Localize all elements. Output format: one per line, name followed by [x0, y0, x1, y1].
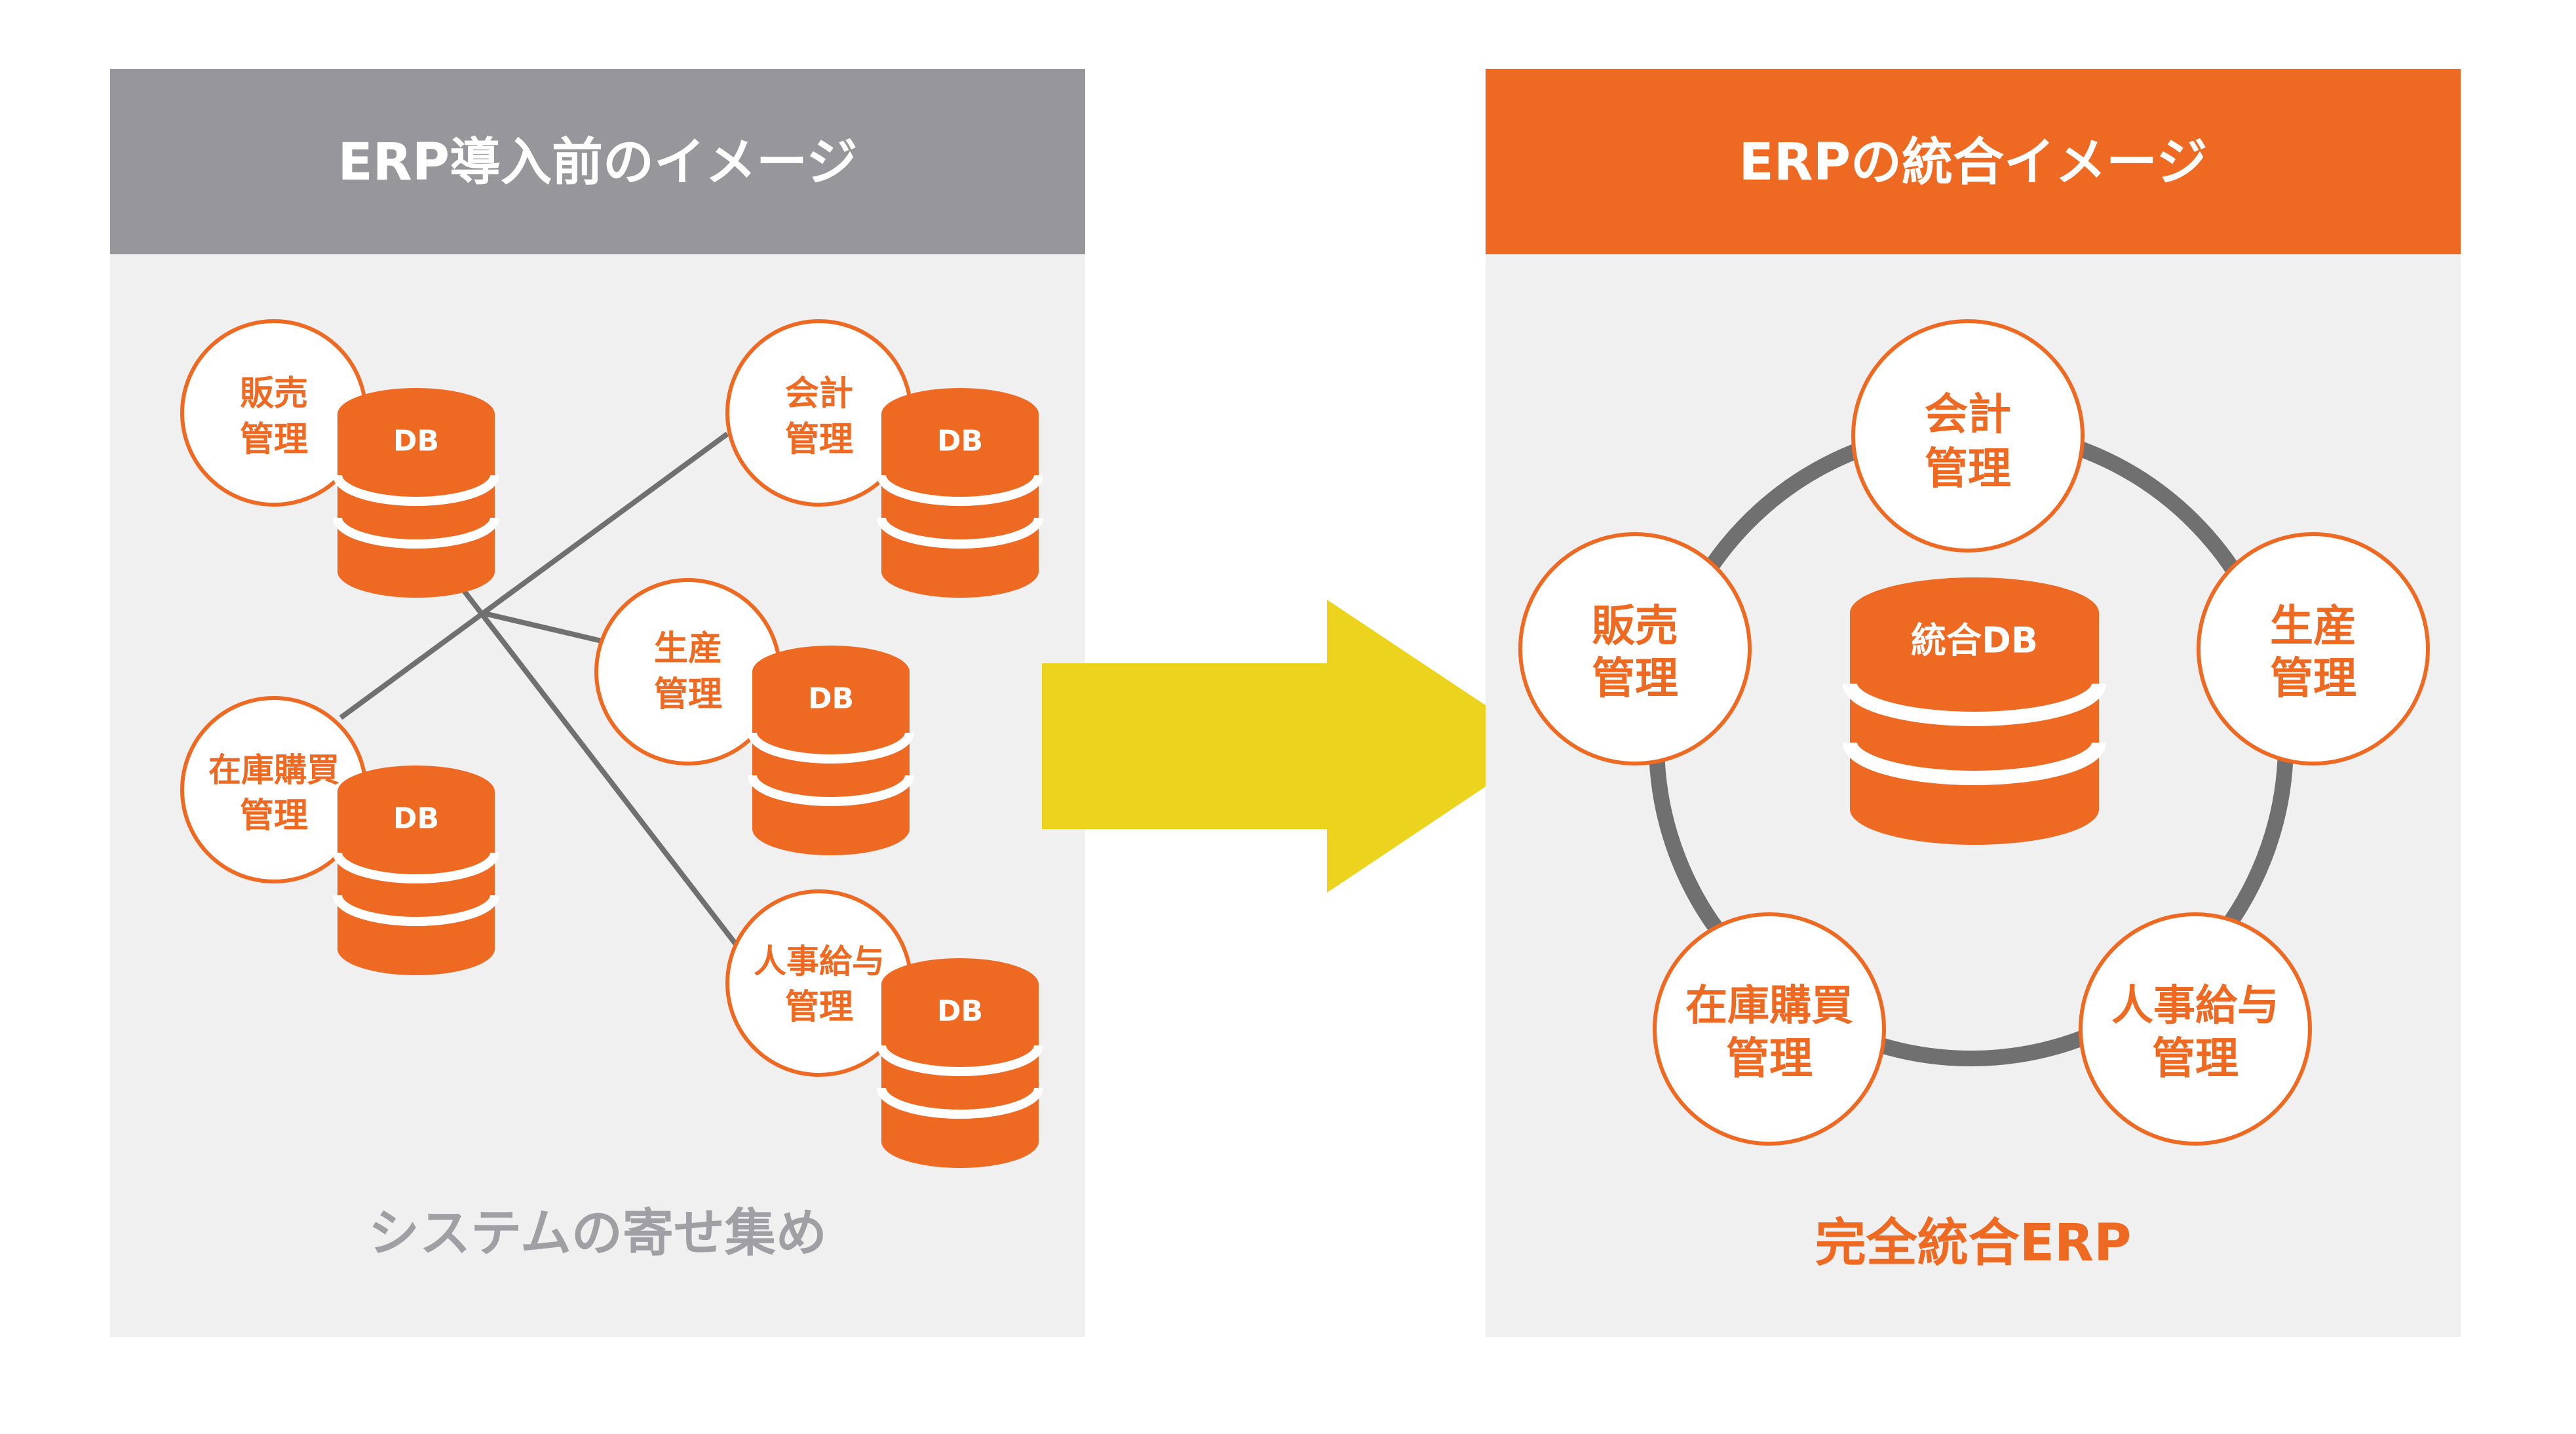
- database-icon: DB: [877, 388, 1043, 598]
- db-label: DB: [393, 425, 439, 458]
- left-module-hr: 人事給与 管理 DB: [725, 889, 1043, 1168]
- right-module-hr: 人事給与 管理: [2079, 912, 2312, 1146]
- db-label: DB: [937, 425, 983, 458]
- right-module-production: 生産 管理: [2197, 532, 2430, 765]
- central-database-icon: 統合DB: [1843, 577, 2106, 845]
- module-label-line2: 管理: [785, 988, 853, 1027]
- module-label-line1: 販売: [1592, 601, 1678, 651]
- left-module-sales: 販売 管理 DB: [180, 319, 499, 598]
- right-panel: ERPの統合イメージ 統合DB 会計 管理 販売 管理 生産 管: [1486, 69, 2461, 1337]
- module-label-line1: 販売: [240, 374, 308, 414]
- module-label-line2: 管理: [785, 420, 853, 459]
- module-label-line1: 人事給与: [2111, 982, 2279, 1030]
- module-circle: [1518, 532, 1752, 765]
- database-icon: DB: [877, 958, 1043, 1168]
- left-module-inventory: 在庫購買 管理 DB: [180, 696, 499, 975]
- right-arrow-icon: [1042, 600, 1547, 893]
- module-label-line2: 管理: [2152, 1034, 2239, 1084]
- module-label-line2: 管理: [654, 675, 722, 714]
- connector-lines: [339, 431, 743, 952]
- module-label-line2: 管理: [1592, 653, 1678, 704]
- module-label-line2: 管理: [2270, 653, 2356, 704]
- module-label-line2: 管理: [1726, 1034, 1813, 1084]
- database-icon: DB: [333, 388, 499, 598]
- module-circle: [2197, 532, 2430, 765]
- right-module-accounting: 会計 管理: [1851, 319, 2085, 552]
- db-label: DB: [937, 995, 983, 1028]
- left-panel-header: [110, 69, 1085, 254]
- connector-line: [339, 431, 729, 720]
- connector-line: [450, 573, 743, 952]
- module-label-line1: 在庫購買: [208, 751, 339, 789]
- left-panel: ERP導入前のイメージ 販売 管理 DB 会計 管理: [110, 69, 1085, 1337]
- module-circle: [1653, 912, 1886, 1146]
- left-panel-title: ERP導入前のイメージ: [338, 133, 858, 192]
- module-label-line1: 会計: [1925, 389, 2011, 440]
- left-module-production: 生産 管理 DB: [594, 578, 914, 855]
- right-panel-title: ERPの統合イメージ: [1739, 133, 2208, 192]
- right-module-inventory: 在庫購買 管理: [1653, 912, 1886, 1146]
- module-circle: [2079, 912, 2312, 1146]
- module-label-line2: 管理: [240, 420, 308, 459]
- module-label-line2: 管理: [240, 796, 308, 836]
- right-module-sales: 販売 管理: [1518, 532, 1752, 765]
- module-label-line1: 生産: [654, 629, 722, 669]
- module-circle: [1851, 319, 2085, 552]
- right-panel-header: [1486, 69, 2461, 254]
- central-db-label: 統合DB: [1911, 620, 2038, 661]
- left-module-accounting: 会計 管理 DB: [725, 319, 1043, 598]
- module-label-line1: 生産: [2270, 601, 2356, 651]
- module-label-line1: 人事給与: [754, 942, 885, 980]
- database-icon: DB: [333, 765, 499, 975]
- module-label-line1: 会計: [785, 374, 853, 414]
- module-label-line1: 在庫購買: [1685, 982, 1853, 1030]
- db-label: DB: [808, 682, 854, 716]
- right-panel-caption: 完全統合ERP: [1815, 1214, 2132, 1273]
- left-panel-caption: システムの寄せ集め: [368, 1204, 827, 1263]
- db-label: DB: [393, 802, 439, 836]
- database-icon: DB: [748, 646, 914, 855]
- module-label-line2: 管理: [1925, 444, 2011, 494]
- connector-line: [481, 610, 602, 644]
